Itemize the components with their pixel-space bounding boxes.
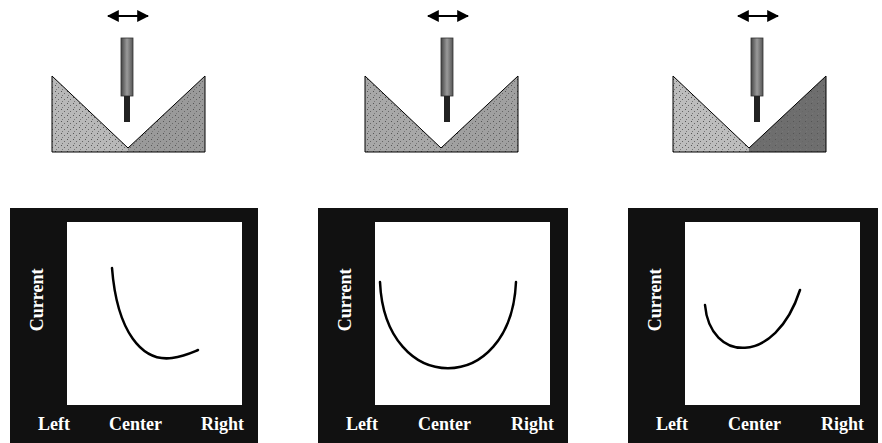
axis-tick-label: Right <box>511 415 554 435</box>
current-curve <box>67 222 242 405</box>
axis-ticks: Left Center Right <box>656 415 864 435</box>
axis-ticks: Left Center Right <box>346 415 554 435</box>
axis-label: Current <box>647 269 667 332</box>
motion-arrow <box>108 15 148 17</box>
axis-label: Current <box>337 269 357 332</box>
axis-tick-label: Center <box>418 415 471 435</box>
plot-area <box>375 222 550 405</box>
axis-label: Current <box>29 269 49 332</box>
sensor-probe <box>121 38 133 122</box>
axis-tick-label: Left <box>38 415 70 435</box>
axis-tick-label: Left <box>346 415 378 435</box>
plot-frame: CurrentLeft Center Right <box>318 208 568 443</box>
groove-block <box>673 76 826 152</box>
plot-frame: CurrentLeft Center Right <box>628 208 878 443</box>
sensor-probe <box>751 38 763 122</box>
axis-tick-label: Center <box>728 415 781 435</box>
axis-tick-label: Right <box>201 415 244 435</box>
plot-area <box>685 222 860 405</box>
axis-tick-label: Center <box>109 415 162 435</box>
current-curve <box>375 222 550 405</box>
current-curve <box>685 222 860 405</box>
axis-ticks: Left Center Right <box>38 415 244 435</box>
motion-arrow <box>738 15 778 17</box>
axis-tick-label: Left <box>656 415 688 435</box>
plot-frame: CurrentLeft Center Right <box>10 208 258 443</box>
sensor-probe <box>441 38 453 122</box>
axis-tick-label: Right <box>821 415 864 435</box>
plot-area <box>67 222 242 405</box>
motion-arrow <box>428 15 468 17</box>
